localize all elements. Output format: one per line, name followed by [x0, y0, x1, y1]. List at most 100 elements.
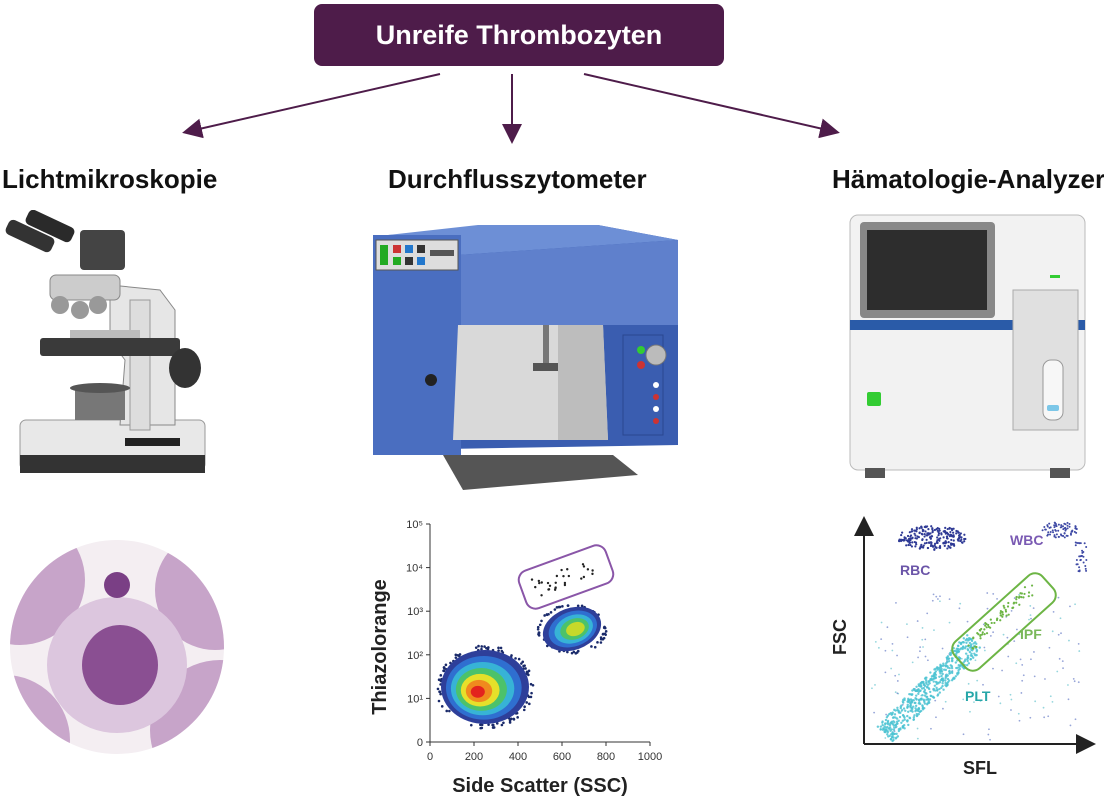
dot — [1062, 660, 1064, 662]
dot — [554, 587, 556, 589]
dot — [906, 719, 908, 721]
dot — [955, 661, 957, 663]
dot — [996, 598, 998, 600]
dot — [930, 525, 932, 527]
dot — [475, 646, 478, 649]
dot — [936, 689, 938, 691]
dot — [939, 595, 941, 597]
dot — [903, 716, 905, 718]
dot — [890, 668, 892, 670]
dot — [920, 526, 922, 528]
dot — [926, 612, 928, 614]
dot — [919, 532, 921, 534]
dot — [926, 702, 928, 704]
dot — [923, 687, 925, 689]
dot — [948, 679, 950, 681]
dot — [921, 639, 923, 641]
dot — [441, 705, 444, 708]
dot — [939, 670, 941, 672]
dot — [984, 650, 986, 652]
dot — [509, 721, 512, 724]
dot — [974, 641, 976, 643]
dot — [547, 582, 549, 584]
dot — [896, 655, 898, 657]
dot — [918, 536, 920, 538]
dot — [963, 540, 965, 542]
dot — [968, 662, 970, 664]
dot — [1053, 536, 1055, 538]
dot — [1068, 698, 1070, 700]
dot — [1077, 563, 1079, 565]
dot — [926, 696, 928, 698]
dot — [1013, 640, 1015, 642]
y-tick-label: 10¹ — [407, 693, 423, 705]
dot — [934, 700, 936, 702]
dot — [955, 675, 957, 677]
dot — [927, 528, 929, 530]
dot — [972, 637, 974, 639]
dot — [908, 542, 910, 544]
dot — [948, 546, 950, 548]
density-level — [471, 686, 485, 698]
dot — [944, 542, 946, 544]
dot — [1046, 535, 1048, 537]
dot — [897, 680, 899, 682]
dot — [910, 709, 912, 711]
dot — [938, 528, 940, 530]
dot — [543, 614, 546, 617]
dot — [990, 635, 992, 637]
dot — [918, 713, 920, 715]
dot — [1052, 531, 1054, 533]
dot — [987, 608, 989, 610]
dot — [1021, 680, 1023, 682]
dot — [953, 677, 955, 679]
dot — [1048, 523, 1050, 525]
dot — [1030, 658, 1032, 660]
dot — [938, 668, 940, 670]
dot — [1078, 650, 1080, 652]
dot — [1043, 716, 1045, 718]
dot — [909, 705, 911, 707]
dot — [992, 668, 994, 670]
dot — [541, 581, 543, 583]
dot — [942, 680, 944, 682]
dot — [940, 687, 942, 689]
dot — [967, 621, 969, 623]
dot — [988, 728, 990, 730]
dot — [931, 675, 933, 677]
dot — [1023, 593, 1025, 595]
dot — [891, 736, 893, 738]
dot — [902, 539, 904, 541]
dot — [925, 677, 927, 679]
dot — [1060, 524, 1062, 526]
dot — [470, 724, 473, 727]
dot — [903, 707, 905, 709]
dot — [1055, 523, 1057, 525]
dot — [935, 547, 937, 549]
dot — [911, 528, 913, 530]
dot — [1033, 607, 1035, 609]
dot — [909, 531, 911, 533]
dot — [939, 681, 941, 683]
dot — [890, 728, 892, 730]
dot — [918, 527, 920, 529]
dot — [983, 628, 985, 630]
x-tick-label: 1000 — [638, 751, 662, 763]
dot — [1052, 529, 1054, 531]
dot — [878, 647, 880, 649]
dot — [526, 670, 529, 673]
dot — [921, 533, 923, 535]
dot — [959, 603, 961, 605]
dot — [902, 714, 904, 716]
dot — [480, 645, 483, 648]
dot — [999, 619, 1001, 621]
dot — [1007, 605, 1009, 607]
dot — [895, 733, 897, 735]
flow-cytometry-chart: 02004006008001000010¹10²10³10⁴10⁵Side Sc… — [360, 512, 670, 800]
dot — [947, 528, 949, 530]
dot — [510, 717, 513, 720]
dot — [603, 626, 606, 629]
dot — [913, 688, 915, 690]
dot — [1084, 565, 1086, 567]
dot — [1023, 674, 1025, 676]
